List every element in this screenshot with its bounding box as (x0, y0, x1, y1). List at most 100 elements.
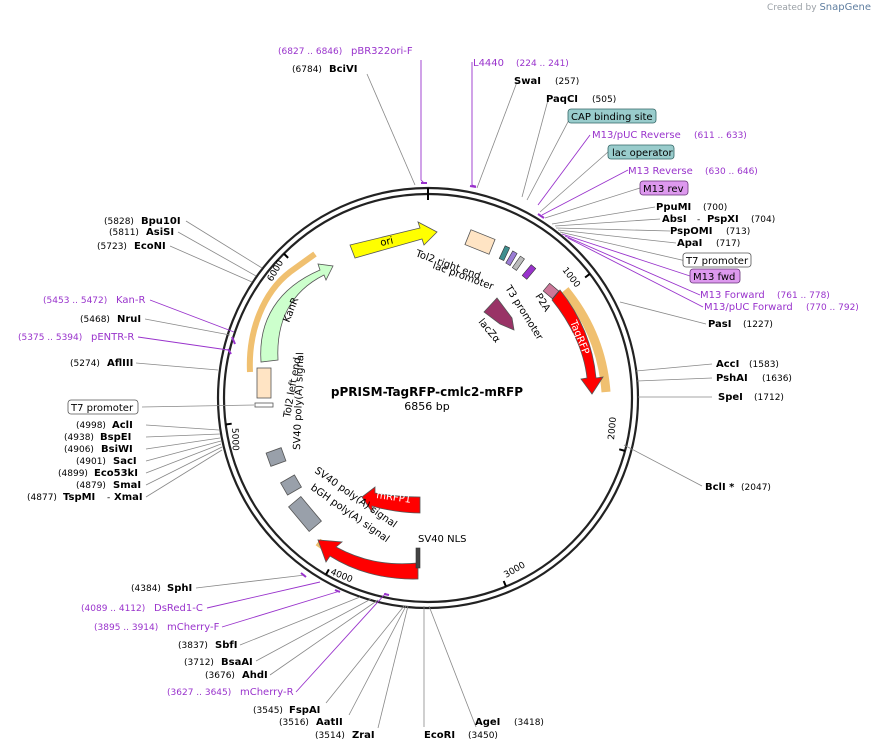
sv40-polya-box-1[interactable] (265, 447, 287, 467)
label-agei-pos: (3418) (514, 718, 544, 728)
label-m13-fwd: M13 fwd (693, 272, 735, 283)
label-pspomi-pos: (713) (726, 227, 750, 237)
label-sphi: SphI (167, 583, 192, 594)
sv40-nls-box[interactable] (415, 547, 421, 569)
feature-laczalpha-arrow[interactable] (483, 297, 515, 331)
label-m13puc-reverse: M13/pUC Reverse (592, 130, 681, 141)
label-apai-pos: (717) (716, 239, 740, 249)
label-xmai: XmaI (114, 492, 143, 503)
tick-5000: 5000 (229, 428, 240, 452)
credit: Created by SnapGene (767, 2, 871, 13)
label-t7-promoter-top: T7 promoter (685, 256, 749, 267)
label-pasi: PasI (708, 319, 731, 330)
label-smai: SmaI (113, 480, 141, 491)
m13-rev-box[interactable] (639, 180, 689, 196)
label-m13-forward: M13 Forward (700, 290, 765, 301)
label-agei: AgeI (475, 717, 500, 728)
feature-sv40-nls-label: SV40 NLS (418, 534, 467, 545)
label-pspxi: PspXI (707, 214, 739, 225)
label-aatii: AatII (316, 717, 343, 728)
feature-mrfp1-outer-arrow[interactable] (317, 539, 419, 580)
label-mcherry-f: mCherry-F (167, 622, 220, 633)
label-tspmi-pos: (4877) (27, 493, 57, 503)
label-bsaai: BsaAI (221, 657, 253, 668)
label-paqci: PaqCI (546, 94, 578, 105)
cap-binding-site-box[interactable] (567, 108, 657, 124)
label-m13puc-forward: M13/pUC Forward (704, 302, 793, 313)
label-bsaai-pos: (3712) (184, 658, 214, 668)
label-m13-reverse-pos: (630 .. 646) (705, 167, 758, 177)
tick-mark-3000 (502, 580, 507, 587)
tick-mark-1000 (584, 273, 591, 279)
label-m13puc-reverse-pos: (611 .. 633) (694, 131, 747, 141)
label-pentr-r: pENTR-R (91, 332, 134, 343)
label-ahdi-pos: (3676) (205, 671, 235, 681)
feature-kanr-arrow[interactable] (260, 263, 334, 363)
tick-mark-6000 (283, 252, 289, 259)
label-bcli-pos: (2047) (741, 483, 771, 493)
label-zrai: ZraI (352, 730, 375, 741)
label-eco53ki-pos: (4899) (58, 469, 88, 479)
lac-operator-box[interactable] (607, 144, 675, 160)
feature-mrfp1-inner-arrow[interactable] (361, 486, 421, 514)
feature-sv40-polya-1-label: SV40 poly(A) signal (292, 352, 306, 450)
sv40-polya-box-2[interactable] (280, 474, 302, 496)
tol2-right-end-box[interactable] (464, 229, 496, 255)
tick-1000: 1000 (560, 266, 582, 290)
leader-lines (135, 60, 713, 729)
label-afliii: AflIII (107, 358, 133, 369)
label-pasi-pos: (1227) (743, 320, 773, 330)
label-afliii-pos: (5274) (70, 359, 100, 369)
label-m13puc-forward-pos: (770 .. 792) (806, 303, 859, 313)
label-bpu10i: Bpu10I (141, 216, 181, 227)
label-absi-pos: (704) (751, 215, 775, 225)
label-paqci-pos: (505) (592, 95, 616, 105)
feature-tagrfp-arrow[interactable] (551, 289, 604, 395)
tagrfp-highlight (561, 287, 611, 393)
label-swai: SwaI (514, 76, 541, 87)
label-l4440: L4440 (473, 58, 504, 69)
t7-promoter-box-left[interactable] (67, 399, 139, 415)
label-pspomi: PspOMI (670, 226, 712, 237)
tick-mark-2000 (618, 448, 626, 452)
label-apai: ApaI (677, 238, 702, 249)
label-ahdi: AhdI (242, 670, 268, 681)
label-absi: AbsI (662, 214, 687, 225)
label-econi: EcoNI (134, 241, 166, 252)
snapgene-logo: SnapGene (819, 2, 871, 13)
label-pentr-r-pos: (5375 .. 5394) (18, 333, 82, 343)
label-nrui-pos: (5468) (80, 315, 110, 325)
label-sbfi: SbfI (215, 640, 237, 651)
plasmid-length: 6856 bp (404, 400, 449, 413)
label-bcli: BclI * (705, 482, 735, 493)
label-bpu10i-pos: (5828) (104, 217, 134, 227)
label-bcivi-pos: (6784) (292, 65, 322, 75)
label-zrai-pos: (3514) (315, 731, 345, 741)
label-lac-operator: lac operator (612, 148, 673, 159)
tick-marks (225, 252, 626, 587)
label-bspei: BspEI (100, 432, 131, 443)
label-econi-pos: (5723) (97, 242, 127, 252)
label-mcherry-r: mCherry-R (240, 687, 294, 698)
tick-2000: 2000 (607, 416, 619, 440)
label-tspmi: TspMI (63, 492, 95, 503)
m13-fwd-box[interactable] (689, 268, 741, 284)
label-m13-forward-pos: (761 .. 778) (777, 291, 830, 301)
label-ecori-pos: (3450) (468, 731, 498, 741)
label-acci: AccI (716, 359, 739, 370)
label-swai-pos: (257) (555, 77, 579, 87)
label-m13-reverse: M13 Reverse (628, 166, 693, 177)
label-acci-pos: (1583) (749, 360, 779, 370)
tol2-left-end-box[interactable] (256, 367, 272, 399)
t7-promoter-box-top[interactable] (682, 252, 752, 268)
bgh-polya-box[interactable] (288, 496, 322, 532)
label-kan-r-pos: (5453 .. 5472) (43, 296, 107, 306)
primer-marks (227, 182, 545, 596)
label-dsred1-c: DsRed1-C (154, 603, 203, 614)
label-ecori: EcoRI (424, 730, 455, 741)
credit-prefix: Created by (767, 3, 817, 13)
feature-ori-arrow[interactable] (349, 221, 438, 259)
t7-promoter-mark[interactable] (254, 402, 274, 408)
label-dsred1-c-pos: (4089 .. 4112) (81, 604, 145, 614)
